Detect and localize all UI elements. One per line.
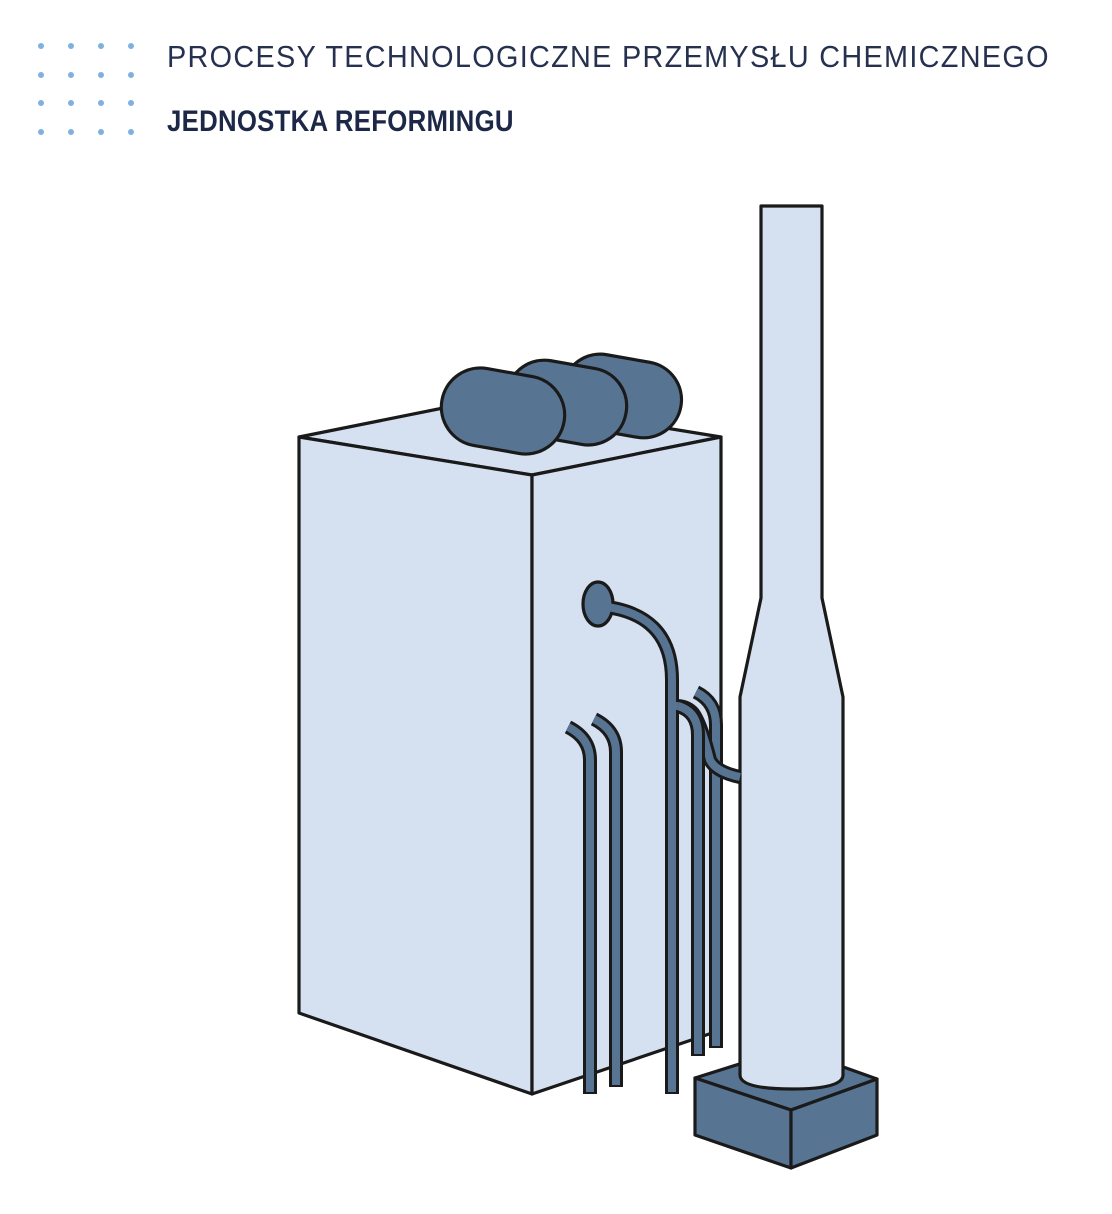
pipes <box>564 580 742 1094</box>
dot-grid-decoration <box>38 43 134 135</box>
stack <box>738 204 845 1091</box>
page-title: PROCESY TECHNOLOGICZNE PRZEMYSŁU CHEMICZ… <box>167 39 1050 74</box>
plinth-right <box>789 1077 879 1170</box>
stack-body <box>738 204 845 1091</box>
page-subtitle: JEDNOSTKA REFORMINGU <box>167 105 514 138</box>
pipe-5 <box>675 699 742 1056</box>
pipe-2 <box>590 712 623 1087</box>
tanks <box>439 352 684 456</box>
furnace-left-face <box>297 435 534 1096</box>
furnace-box <box>297 397 723 1096</box>
tank-front <box>439 366 567 456</box>
pipe-4 <box>692 685 723 1048</box>
pipe-1 <box>564 720 597 1094</box>
